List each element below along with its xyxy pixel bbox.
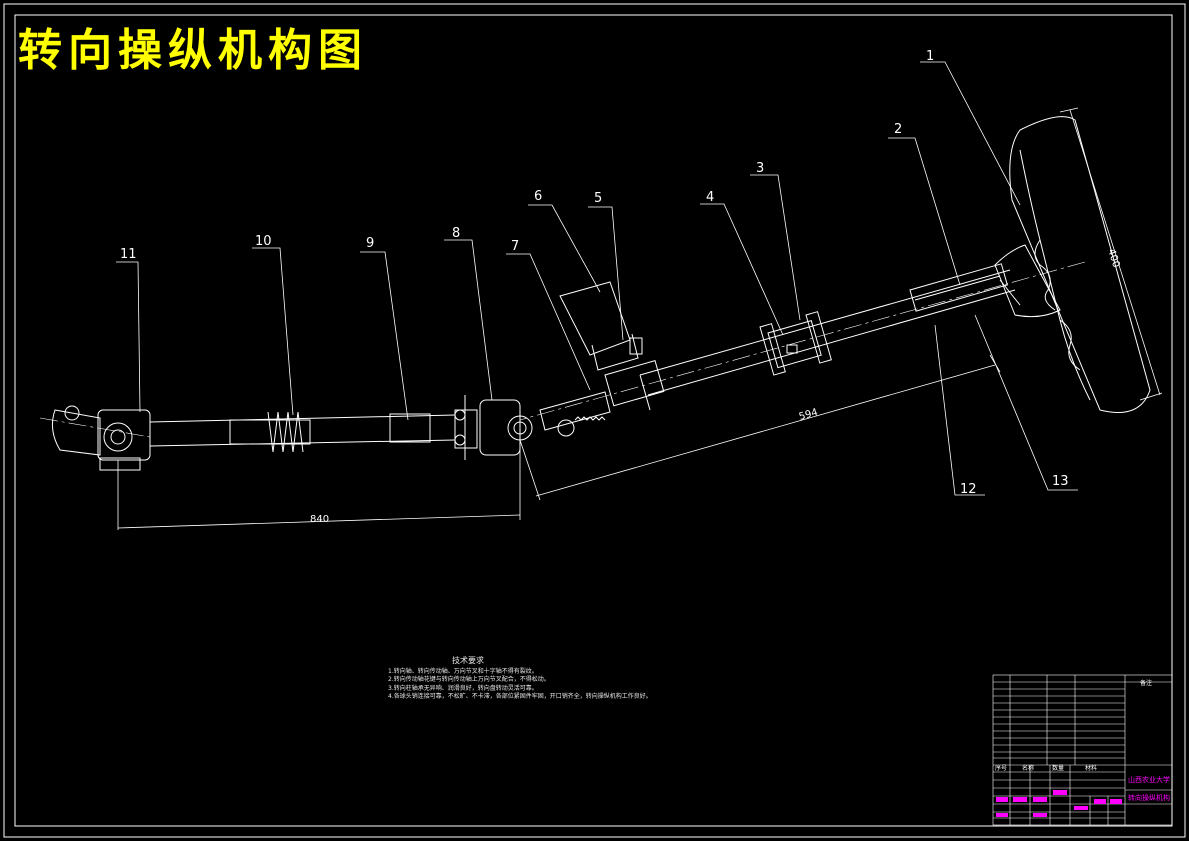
part-label-4: 4 (706, 190, 714, 205)
part-label-2: 2 (894, 122, 902, 137)
part-label-11: 11 (120, 247, 137, 262)
dimension-594-text: 594 (798, 407, 819, 423)
part-label-9: 9 (366, 236, 374, 251)
technical-requirement-line: 4.各球头销连接可靠，不松旷、不卡滞，各部位紧固件牢固，开口销齐全，转向操纵机构… (388, 693, 652, 700)
part-label-8: 8 (452, 226, 460, 241)
part-label-10: 10 (255, 234, 272, 249)
title-block-drawing-name: 转向操纵机构 (1128, 793, 1170, 802)
dimension-400-text: 400 (1105, 248, 1121, 270)
title-block-header-index: 序号 (995, 764, 1007, 772)
title-block (992, 674, 1173, 826)
part-label-1: 1 (926, 49, 934, 64)
technical-requirement-line: 2.转向传动轴花键与转向传动轴上万向节叉配合，不得松动。 (388, 676, 550, 683)
leader-lines (116, 61, 1078, 496)
dimension-594 (519, 354, 1001, 501)
title-block-header-material: 材料 (1085, 764, 1097, 772)
part-label-5: 5 (594, 191, 602, 206)
title-block-header-name: 名称 (1022, 764, 1034, 772)
steering-wheel (994, 116, 1151, 413)
part-label-12: 12 (960, 482, 977, 497)
title-block-header-remark: 备注 (1140, 679, 1152, 687)
technical-requirements-heading: 技术要求 (452, 656, 484, 665)
dimension-840 (117, 450, 521, 530)
part-label-13: 13 (1052, 474, 1069, 489)
technical-requirements: 技术要求 1.转向轴、转向传动轴、万向节叉和十字轴不得有裂纹。 2.转向传动轴花… (388, 656, 788, 702)
inner-frame (14, 14, 1173, 827)
title-block-rows (993, 681, 1172, 825)
dimension-400 (1059, 107, 1163, 401)
part-labels: 1 2 3 4 5 6 7 8 9 10 11 12 13 (120, 49, 1069, 497)
title-block-accent-cells (996, 790, 1122, 817)
steering-assembly (39, 61, 1163, 530)
part-label-3: 3 (756, 161, 764, 176)
title-block-header-qty: 数量 (1052, 764, 1064, 772)
technical-requirement-line: 1.转向轴、转向传动轴、万向节叉和十字轴不得有裂纹。 (388, 667, 538, 675)
dimension-840-text: 840 (310, 514, 329, 525)
drawing-title: 转向操纵机构图 (18, 25, 368, 76)
outer-frame (3, 3, 1186, 838)
part-label-6: 6 (534, 189, 542, 204)
title-block-school: 山西农业大学 (1128, 775, 1170, 784)
centerline (519, 261, 1086, 421)
technical-requirement-line: 3.转向柱轴承无异响、润滑良好，转向盘转动灵活可靠。 (388, 684, 538, 692)
part-label-7: 7 (511, 239, 519, 254)
